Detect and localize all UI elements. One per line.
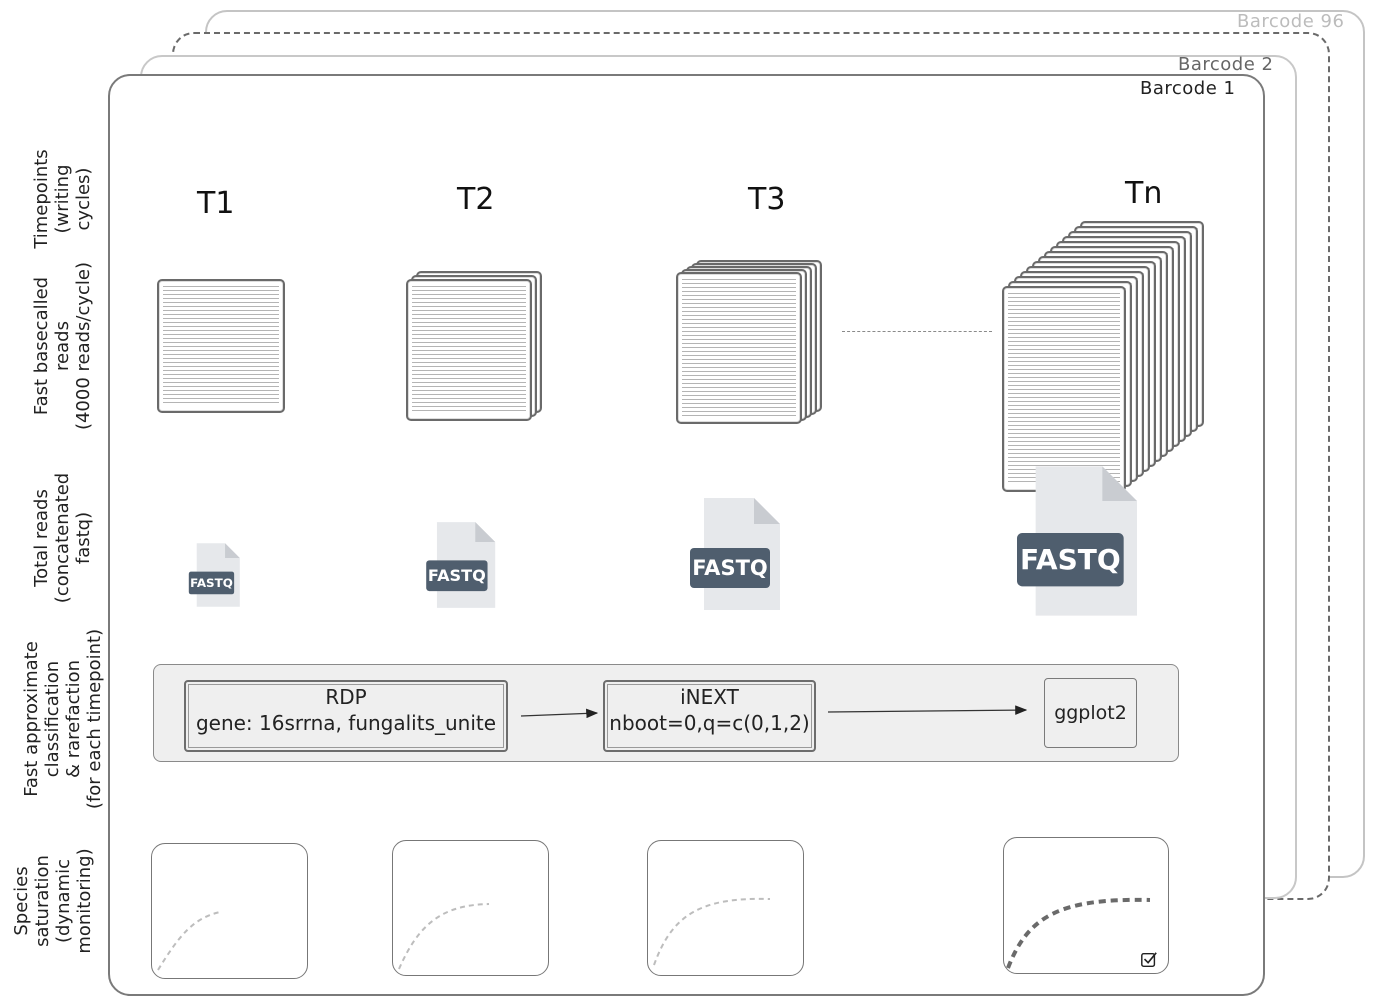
row-label-line: reads: [52, 321, 73, 371]
saturation-curve: [653, 897, 771, 966]
fastq-label: FASTQ: [1020, 543, 1121, 576]
read-text-lines: [163, 286, 279, 406]
row-label-line: (dynamic: [53, 859, 74, 943]
row-label-fast-reads: Fast basecalled reads (4000 reads/cycle): [31, 261, 97, 431]
saturation-plot-tn: [1003, 837, 1169, 974]
fastq-file-icon-t3: FASTQ: [690, 498, 780, 610]
continuation-dash-line: [842, 331, 992, 332]
read-text-lines: [412, 286, 526, 414]
inext-box: iNEXT nboot=0,q=c(0,1,2): [603, 680, 816, 752]
timepoint-tn: Tn: [1125, 176, 1163, 211]
fastq-label: FASTQ: [190, 576, 233, 590]
row-label-line: monitoring): [74, 848, 95, 954]
row-label-line: cycles): [73, 167, 94, 231]
rdp-subtitle: gene: 16srrna, fungalits_unite: [195, 711, 497, 735]
row-label-line: fastq): [73, 511, 94, 565]
read-text-lines: [1008, 293, 1120, 485]
row-label-line: Fast basecalled: [31, 276, 52, 416]
row-label-line: (concatenated: [52, 472, 73, 604]
read-text-lines: [682, 279, 796, 417]
barcode-1-label: Barcode 1: [1140, 78, 1236, 99]
saturation-curve: [157, 911, 221, 971]
fastq-label: FASTQ: [692, 556, 768, 580]
fastq-file-icon-tn: FASTQ: [1017, 466, 1137, 616]
reads-stack-tn: [1002, 221, 1204, 492]
reads-stack-t3: [676, 260, 822, 424]
row-label-line: classification: [42, 660, 63, 778]
row-label-line: Timepoints: [31, 149, 52, 249]
ggplot-box: ggplot2: [1044, 678, 1137, 748]
barcode-96-label: Barcode 96: [1237, 11, 1345, 32]
fastq-file-icon-t2: FASTQ: [426, 522, 496, 608]
row-label-line: & rarefaction: [63, 660, 84, 779]
rdp-box: RDP gene: 16srrna, fungalits_unite: [184, 680, 508, 752]
row-label-line: (for each timepoint): [84, 628, 105, 810]
row-label-total-reads: Total reads (concatenated fastq): [31, 463, 97, 613]
saturation-plot-t2: [392, 840, 549, 976]
checkbox-checked-icon: [1141, 952, 1157, 968]
read-sheet: [1002, 286, 1126, 492]
fastq-file-icon-t1: FASTQ: [188, 543, 240, 607]
row-label-timepoints: Timepoints (writing cycles): [31, 129, 97, 269]
read-sheet: [157, 279, 285, 413]
saturation-plot-t1: [151, 843, 308, 979]
reads-stack-t2: [406, 271, 542, 421]
ggplot-title: ggplot2: [1054, 702, 1127, 724]
row-label-line: (4000 reads/cycle): [73, 261, 94, 431]
row-label-line: saturation: [32, 855, 53, 947]
row-label-line: Species: [11, 866, 32, 936]
barcode-2-label: Barcode 2: [1178, 54, 1274, 75]
reads-stack-t1: [157, 279, 285, 413]
saturation-plot-t3: [647, 840, 804, 976]
row-label-line: Fast approximate: [21, 641, 42, 797]
saturation-curve: [1006, 897, 1151, 969]
inext-title: iNEXT: [680, 685, 739, 709]
read-sheet: [676, 272, 802, 424]
inext-subtitle: nboot=0,q=c(0,1,2): [609, 711, 810, 735]
row-label-line: (writing: [52, 164, 73, 234]
timepoint-t3: T3: [748, 182, 786, 217]
row-label-saturation: Species saturation (dynamic monitoring): [11, 846, 97, 956]
timepoint-t1: T1: [197, 186, 235, 221]
rdp-title: RDP: [325, 685, 367, 709]
saturation-curve: [398, 903, 490, 970]
row-label-classification: Fast approximate classification & rarefa…: [21, 619, 107, 819]
row-label-line: Total reads: [31, 489, 52, 587]
read-sheet: [406, 279, 532, 421]
fastq-label: FASTQ: [428, 566, 486, 585]
timepoint-t2: T2: [457, 182, 495, 217]
